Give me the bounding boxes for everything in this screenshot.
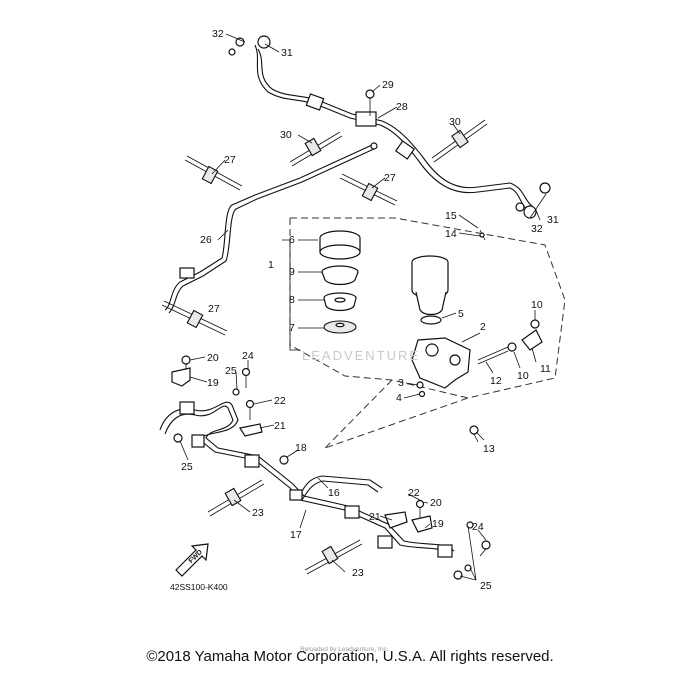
callout-32b: 32: [531, 223, 543, 235]
callout-21a: 21: [274, 420, 286, 432]
reprint-note: Reloaded by Leadventure, Inc.: [300, 646, 389, 653]
callout-5: 5: [458, 308, 464, 320]
callout-15: 15: [445, 210, 457, 222]
callout-4: 4: [396, 392, 402, 404]
pipe-26: [164, 142, 378, 314]
callout-13: 13: [483, 443, 495, 455]
callout-3: 3: [398, 377, 404, 389]
watermark: LEADVENTURE: [302, 348, 420, 363]
lower-brackets: [171, 37, 551, 557]
callout-30b: 30: [449, 116, 461, 128]
callout-27c: 27: [208, 303, 220, 315]
callout-6: 6: [289, 234, 295, 246]
callout-25c: 25: [480, 580, 492, 592]
callout-16: 16: [328, 487, 340, 499]
callout-32a: 32: [212, 28, 224, 40]
callout-31a: 31: [281, 47, 293, 59]
callout-31b: 31: [547, 214, 559, 226]
callout-23b: 23: [352, 567, 364, 579]
callout-10b: 10: [517, 370, 529, 382]
callout-23a: 23: [252, 507, 264, 519]
callout-8: 8: [289, 294, 295, 306]
callout-21b: 21: [369, 511, 381, 523]
callout-22b: 22: [408, 487, 420, 499]
master-cylinder-body: [411, 229, 543, 398]
callout-24a: 24: [242, 350, 254, 362]
callout-20a: 20: [207, 352, 219, 364]
callout-22a: 22: [274, 395, 286, 407]
callout-30a: 30: [280, 129, 292, 141]
copyright-notice: ©2018 Yamaha Motor Corporation, U.S.A. A…: [146, 648, 554, 665]
callout-26: 26: [200, 234, 212, 246]
callout-25a: 25: [225, 365, 237, 377]
part-code: 42SS100-K400: [170, 582, 228, 592]
cable-ties: [161, 119, 488, 575]
callout-17: 17: [290, 529, 302, 541]
callout-11: 11: [540, 363, 551, 375]
callout-14: 14: [445, 228, 457, 240]
callout-24b: 24: [472, 521, 484, 533]
callout-12: 12: [490, 375, 502, 387]
callout-28: 28: [396, 101, 408, 113]
callout-27a: 27: [224, 154, 236, 166]
lower-hose: [159, 401, 472, 580]
reservoir-parts: [319, 230, 361, 334]
callout-19b: 19: [432, 518, 444, 530]
callouts: 1 2 3 4 5 6 7 8 9 10 10 11 12 13 14 15 1…: [181, 28, 559, 592]
callout-18: 18: [295, 442, 307, 454]
callout-9: 9: [289, 266, 295, 278]
callout-25b: 25: [181, 461, 193, 473]
callout-7: 7: [289, 322, 295, 334]
assembly-outline: [289, 217, 566, 449]
callout-29: 29: [382, 79, 394, 91]
upper-hose: [254, 35, 537, 219]
callout-27b: 27: [384, 172, 396, 184]
callout-20b: 20: [430, 497, 442, 509]
callout-2: 2: [480, 321, 486, 333]
leader-lines: [179, 33, 547, 581]
callout-1: 1: [268, 259, 274, 271]
callout-10a: 10: [531, 299, 543, 311]
callout-19a: 19: [207, 377, 219, 389]
fwd-arrow-icon: FWD: [175, 543, 209, 577]
